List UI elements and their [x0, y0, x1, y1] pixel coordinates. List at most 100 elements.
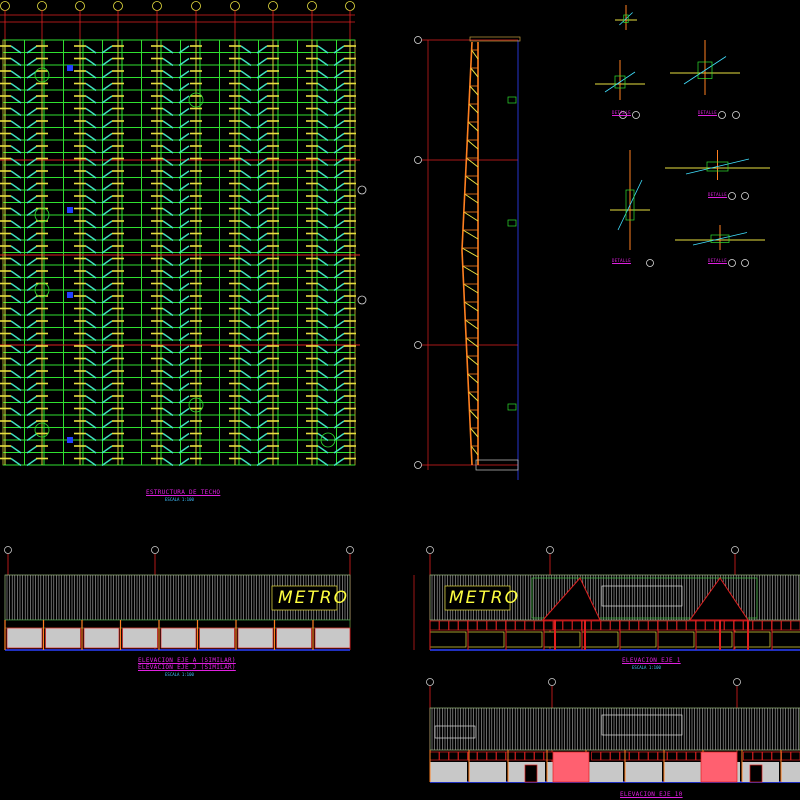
brace: [162, 132, 174, 142]
detail-bubble: [646, 259, 654, 267]
brace: [333, 45, 345, 54]
brace: [26, 107, 38, 117]
brace: [256, 357, 268, 367]
brace: [26, 132, 38, 142]
axis-bubble: [75, 1, 85, 11]
window-upper: [638, 620, 649, 631]
brace: [101, 432, 113, 442]
brace: [333, 57, 345, 67]
brace: [240, 420, 252, 429]
brace: [10, 107, 22, 117]
brace: [26, 207, 38, 217]
brace: [256, 295, 268, 304]
roof-plan-title: ESTRUCTURA DE TECHO: [146, 489, 221, 496]
truss-web: [470, 445, 479, 456]
window-upper: [496, 620, 506, 631]
truss-web: [462, 265, 479, 276]
brace: [10, 45, 22, 54]
brace: [101, 257, 113, 267]
brace: [178, 320, 190, 329]
axis-bubble: [230, 1, 240, 11]
elevation-axis10-cladding: [429, 707, 800, 751]
window-upper: [581, 620, 592, 631]
window-upper: [591, 751, 601, 761]
brace: [178, 170, 190, 179]
brace: [162, 157, 174, 167]
brace: [162, 332, 174, 342]
brace: [26, 457, 38, 467]
brace: [26, 357, 38, 367]
brace: [10, 70, 22, 79]
detail-title-5: DETALLE: [708, 258, 727, 263]
window-lower: [505, 631, 543, 648]
window-upper: [686, 620, 696, 631]
brace: [178, 107, 190, 117]
elevation-left-title-2: ELEVACION EJE J (SIMILAR): [138, 664, 236, 671]
brace: [26, 82, 38, 92]
brace: [101, 157, 113, 167]
brace: [10, 132, 22, 142]
brace: [333, 220, 345, 229]
window-upper: [686, 751, 696, 761]
brace: [333, 382, 345, 392]
window-lower: [619, 631, 657, 648]
brace: [333, 257, 345, 267]
detail-plate: [710, 234, 730, 243]
brace: [256, 232, 268, 242]
wall-panel: [664, 762, 701, 782]
window-upper: [629, 620, 639, 631]
brace: [101, 270, 113, 279]
wall-panel: [314, 627, 351, 649]
brace: [240, 182, 252, 192]
window-upper: [648, 620, 658, 631]
brace: [26, 282, 38, 292]
window-upper: [667, 751, 677, 761]
window-upper: [429, 620, 440, 631]
brace: [85, 332, 97, 342]
brace: [333, 232, 345, 242]
brace: [178, 307, 190, 317]
truss-logo: [601, 585, 683, 607]
brace: [178, 420, 190, 429]
brace: [26, 195, 38, 204]
truss-web: [469, 85, 479, 96]
brace: [26, 270, 38, 279]
brace: [162, 395, 174, 404]
window-upper: [610, 751, 620, 761]
brace: [317, 195, 329, 204]
brace: [240, 257, 252, 267]
brace: [240, 107, 252, 117]
wall-panel: [45, 627, 81, 649]
brace: [256, 45, 268, 54]
window-upper: [629, 751, 639, 761]
brace: [101, 445, 113, 454]
elevation-left-title-1: ELEVACION EJE A (SIMILAR): [138, 657, 236, 664]
brace: [256, 95, 268, 104]
brace: [26, 157, 38, 167]
brace: [26, 257, 38, 267]
window-upper: [429, 751, 440, 761]
entry-door: [749, 764, 763, 783]
brace: [317, 182, 329, 192]
brace: [162, 195, 174, 204]
brace: [10, 207, 22, 217]
wall-panel: [122, 627, 158, 649]
brace: [26, 332, 38, 342]
overhead-door: [552, 751, 590, 783]
brace: [26, 370, 38, 379]
brace: [333, 432, 345, 442]
window-upper: [486, 751, 497, 761]
brace: [26, 432, 38, 442]
window-upper: [534, 620, 544, 631]
gable: [541, 577, 601, 621]
wall-panel: [160, 627, 197, 649]
brace: [101, 420, 113, 429]
truss-web: [467, 121, 479, 132]
brace: [240, 382, 252, 392]
detail-line: [604, 71, 636, 93]
brace: [256, 307, 268, 317]
brace: [162, 245, 174, 254]
brace: [333, 70, 345, 79]
brace: [256, 132, 268, 142]
